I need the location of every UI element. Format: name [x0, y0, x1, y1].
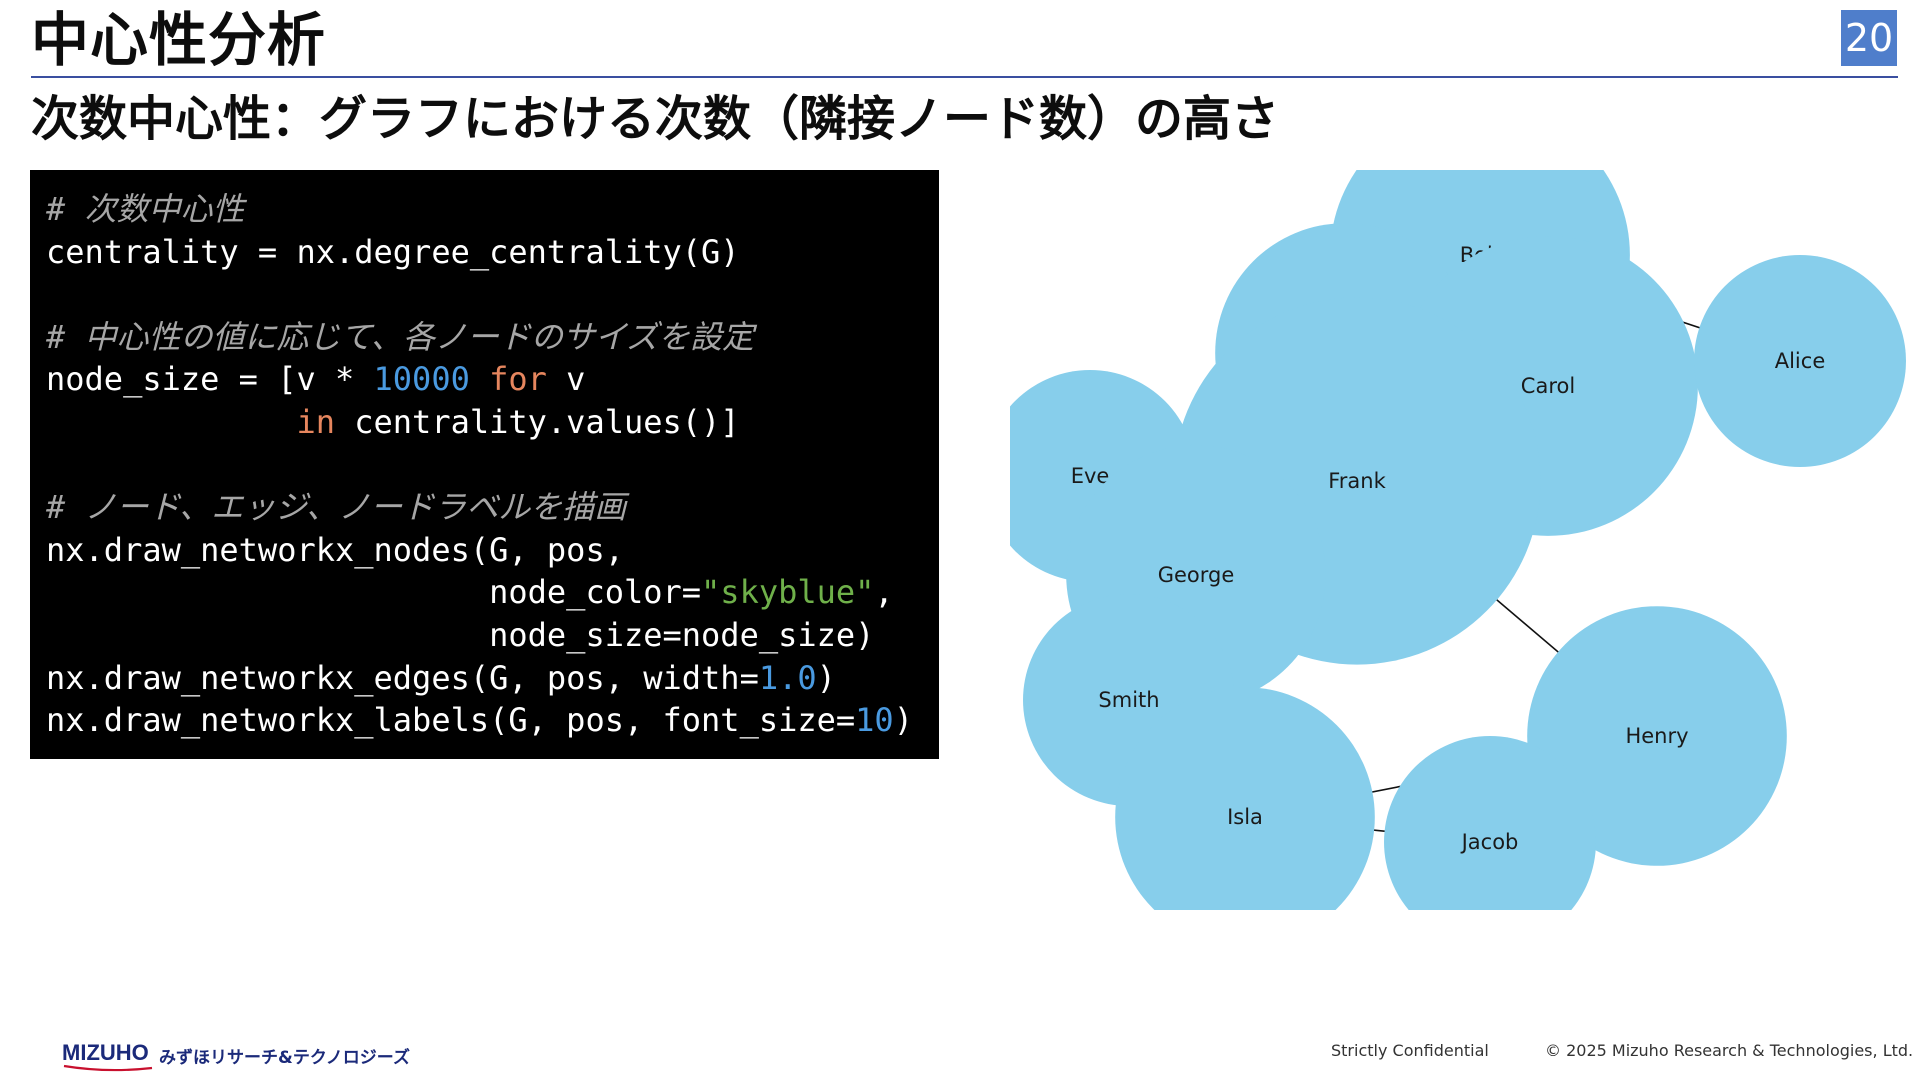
- node-circle: [1694, 255, 1906, 467]
- code-token-comment: # 次数中心性: [46, 190, 245, 228]
- code-token-num: 10: [855, 701, 894, 740]
- code-block: # 次数中心性 centrality = nx.degree_centrality…: [30, 170, 939, 759]
- code-token-plain: nx.draw_networkx_edges(G, pos, width=: [46, 658, 759, 697]
- node-label: Isla: [1227, 805, 1263, 829]
- code-line: # ノード、エッジ、ノードラベルを描画: [46, 486, 939, 529]
- code-line: node_size = [v * 10000 for v: [46, 358, 939, 401]
- code-token-plain: nx.draw_networkx_labels(G, pos, font_siz…: [46, 701, 856, 740]
- code-token-kw: in: [296, 402, 335, 441]
- code-token-plain: centrality = nx.degree_centrality(G): [46, 232, 740, 271]
- node-henry: Henry: [1527, 606, 1787, 866]
- node-isla: Isla: [1115, 687, 1375, 910]
- code-token-comment: # 中心性の値に応じて、各ノードのサイズを設定: [46, 317, 754, 356]
- code-token-plain: ): [893, 701, 913, 740]
- code-line: node_color="skyblue",: [46, 571, 939, 614]
- node-circle: [1115, 687, 1375, 910]
- logo-text: MIZUHO: [62, 1040, 149, 1065]
- code-line: node_size=node_size): [46, 614, 939, 657]
- node-jacob: Jacob: [1384, 736, 1596, 910]
- node-alice: Alice: [1694, 255, 1906, 467]
- node-label: Smith: [1098, 688, 1159, 712]
- node-label: George: [1158, 563, 1235, 587]
- node-circle: [1384, 736, 1596, 910]
- code-token-plain: [46, 403, 296, 441]
- company-name-jp: みずほリサーチ&テクノロジーズ: [159, 1048, 410, 1068]
- node-circle: [1527, 606, 1787, 866]
- code-token-plain: ): [816, 658, 836, 697]
- title-divider: [31, 76, 1898, 78]
- code-line: nx.draw_networkx_edges(G, pos, width=1.0…: [46, 657, 939, 700]
- network-graph: BobDaveCarolAliceFrankEveGeorgeSmithHenr…: [1010, 170, 1906, 910]
- code-token-kw: for: [489, 360, 547, 399]
- confidential-label: Strictly Confidential: [1331, 1041, 1489, 1060]
- code-line: # 次数中心性: [46, 188, 939, 231]
- slide-title: 中心性分析: [31, 6, 327, 74]
- mizuho-logo: MIZUHO: [62, 1040, 153, 1072]
- code-token-num: 1.0: [758, 658, 817, 697]
- graph-nodes: BobDaveCarolAliceFrankEveGeorgeSmithHenr…: [1010, 170, 1906, 910]
- node-label: Alice: [1775, 349, 1826, 373]
- code-token-plain: v: [546, 360, 586, 399]
- code-token-num: 10000: [373, 360, 470, 399]
- code-line: centrality = nx.degree_centrality(G): [46, 231, 939, 274]
- code-line: in centrality.values()]: [46, 401, 939, 444]
- logo-swoosh: [63, 1064, 153, 1072]
- slide-subtitle: 次数中心性：グラフにおける次数（隣接ノード数）の高さ: [31, 91, 1280, 147]
- code-token-plain: node_size = [v *: [46, 360, 374, 399]
- code-line: [46, 444, 939, 487]
- node-label: Carol: [1521, 374, 1575, 398]
- code-token-str: "skyblue": [701, 573, 875, 612]
- copyright-text: © 2025 Mizuho Research & Technologies, L…: [1545, 1041, 1914, 1060]
- code-token-comment: # ノード、エッジ、ノードラベルを描画: [46, 488, 627, 527]
- code-token-plain: centrality.values()]: [334, 402, 740, 441]
- node-label: Frank: [1328, 469, 1386, 493]
- code-token-plain: nx.draw_networkx_nodes(G, pos,: [46, 530, 624, 569]
- code-line: nx.draw_networkx_labels(G, pos, font_siz…: [46, 699, 939, 742]
- code-token-plain: ,: [874, 573, 894, 612]
- code-line: [46, 273, 939, 316]
- code-line: nx.draw_networkx_nodes(G, pos,: [46, 529, 939, 572]
- page-number-badge: 20: [1841, 10, 1897, 66]
- code-token-plain: [470, 360, 489, 398]
- code-token-plain: node_color=: [46, 573, 702, 612]
- node-label: Henry: [1625, 724, 1688, 748]
- node-label: Jacob: [1460, 830, 1519, 854]
- node-label: Eve: [1071, 464, 1110, 488]
- code-token-plain: node_size=node_size): [46, 615, 875, 654]
- code-line: # 中心性の値に応じて、各ノードのサイズを設定: [46, 316, 939, 359]
